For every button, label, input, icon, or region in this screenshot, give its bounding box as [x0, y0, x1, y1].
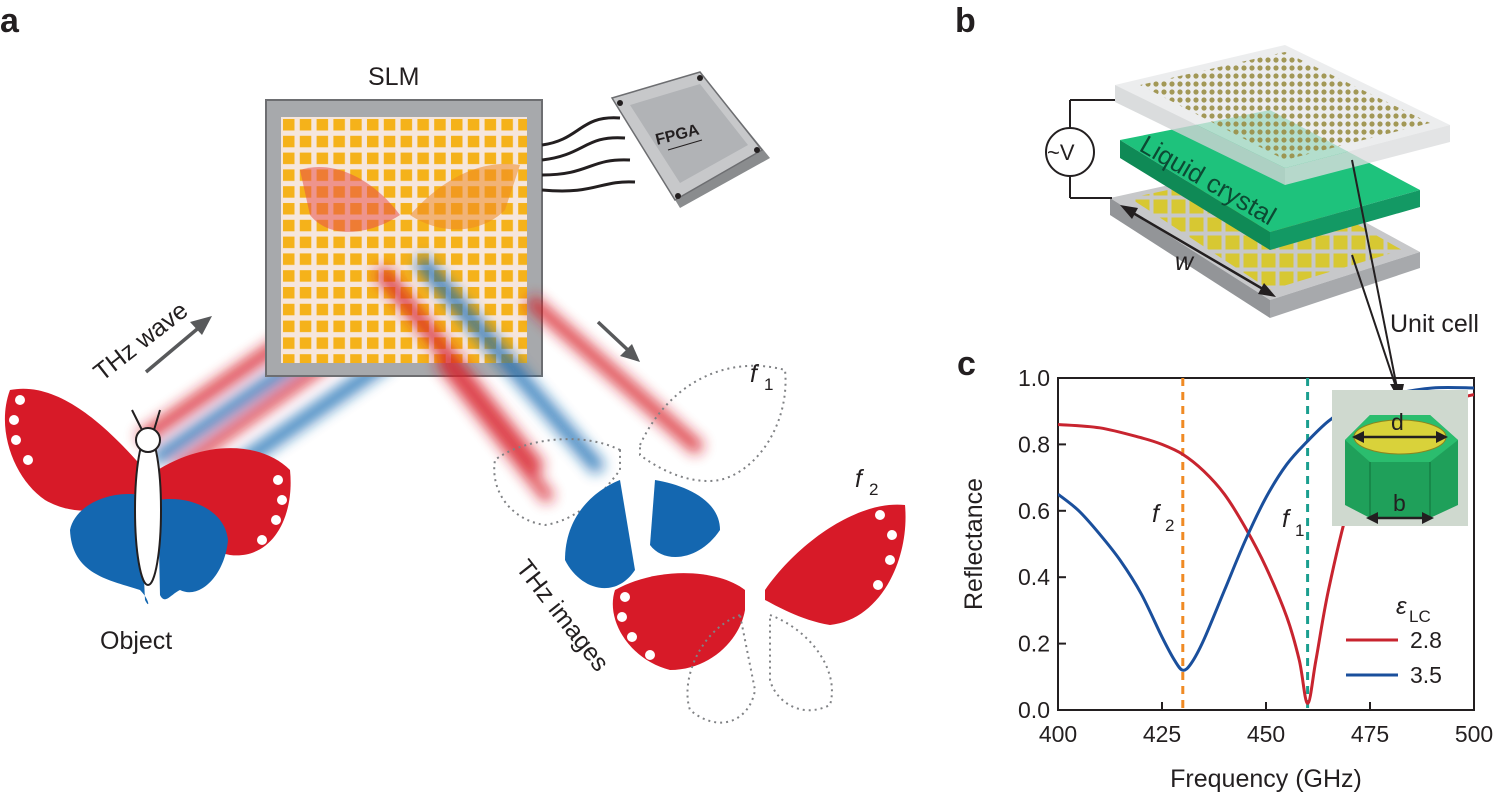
w-label: w — [1175, 248, 1195, 276]
unit-cell-label: Unit cell — [1390, 310, 1479, 338]
thz-wave-label: THz wave — [88, 296, 193, 386]
outgoing-arrow — [596, 320, 640, 362]
legend-label-2.8: 2.8 — [1410, 627, 1442, 653]
y-axis-label: Reflectance — [960, 478, 988, 610]
voltage-label: ~V — [1047, 140, 1075, 165]
x-tick-label: 400 — [1039, 721, 1077, 747]
slm-label: SLM — [368, 63, 419, 91]
f1-image-label: f — [750, 360, 760, 388]
f2-image-label: f — [855, 465, 865, 493]
legend-items: 2.83.5 — [1346, 627, 1442, 688]
f2-image-sub: 2 — [869, 480, 878, 499]
panel-b-letter: b — [955, 2, 976, 40]
outgoing-beams — [374, 255, 705, 504]
y-tick-label: 0.0 — [1018, 697, 1050, 723]
thz-wave-arrow — [144, 316, 212, 374]
x-axis-label: Frequency (GHz) — [1170, 765, 1362, 793]
reflectance-chart: 400 425 450 475 500 0.0 0.2 0.4 0.6 0.8 1.0 Frequ… — [960, 365, 1493, 793]
object-label: Object — [100, 627, 172, 655]
unit-cell-inset — [1332, 390, 1468, 526]
y-tick-label: 0.4 — [1018, 564, 1050, 590]
voltage-source — [1045, 99, 1115, 199]
slm-device — [265, 99, 543, 377]
y-tick-label: 0.2 — [1018, 631, 1050, 657]
y-tick-label: 0.6 — [1018, 498, 1050, 524]
y-tick-label: 1.0 — [1018, 365, 1050, 391]
x-tick-label: 475 — [1351, 721, 1389, 747]
w-dimension-arrow — [1120, 205, 1276, 297]
f2-butterfly — [612, 504, 906, 724]
x-tick-label: 425 — [1143, 721, 1181, 747]
panel-a: a SLM — [0, 2, 906, 724]
legend-title: ε — [1396, 593, 1407, 620]
f2-marker-sub: 2 — [1165, 516, 1174, 535]
x-tick-label: 500 — [1455, 721, 1493, 747]
y-ticks: 0.0 0.2 0.4 0.6 0.8 1.0 — [1018, 365, 1066, 723]
slm-butterfly-pattern — [300, 163, 520, 232]
f2-marker-label: f — [1152, 500, 1162, 528]
legend-title-sub: LC — [1409, 607, 1431, 626]
f1-marker-label: f — [1282, 505, 1292, 533]
fpga-chip — [541, 71, 770, 208]
f1-image-blue — [565, 480, 720, 589]
x-tick-label: 450 — [1247, 721, 1285, 747]
panel-a-letter: a — [0, 2, 20, 40]
top-glass-layer — [1115, 45, 1450, 185]
inset-d-label: d — [1391, 409, 1404, 435]
y-tick-label: 0.8 — [1018, 431, 1050, 457]
f1-marker-sub: 1 — [1295, 521, 1304, 540]
object-butterfly — [4, 388, 291, 605]
x-ticks: 400 425 450 475 500 — [1039, 702, 1493, 747]
panel-c-letter: c — [957, 345, 976, 383]
legend-label-3.5: 3.5 — [1410, 662, 1442, 688]
panel-c: c 400 425 450 475 500 0.0 0.2 0.4 0.6 0.8 1.0 Fre… — [957, 345, 1493, 793]
legend: ε LC 2.83.5 — [1346, 593, 1442, 688]
f1-image-sub: 1 — [764, 375, 773, 394]
inset-b-label: b — [1393, 490, 1406, 516]
panel-b: b ~V Liquid cryst — [955, 2, 1479, 402]
